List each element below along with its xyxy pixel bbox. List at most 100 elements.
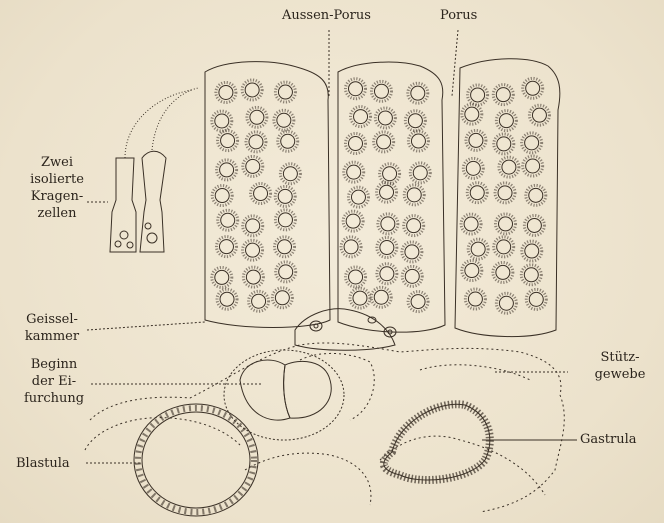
collar-cell-nucleus	[277, 113, 291, 127]
collar-cell-nucleus	[374, 290, 388, 304]
isolated-collar-cells	[110, 88, 198, 252]
collar-cell-nucleus	[246, 159, 260, 173]
collar-cell-nucleus	[527, 218, 541, 232]
collar-cell-nucleus	[465, 107, 479, 121]
aussen-porus-text: Aussen-Porus	[282, 7, 371, 24]
collar-cell-nucleus	[354, 110, 368, 124]
collar-cell-nucleus	[380, 267, 394, 281]
collar-cell-nucleus	[383, 167, 397, 181]
collar-cell-nucleus	[497, 137, 511, 151]
collar-cell-nucleus	[246, 270, 260, 284]
collar-cell-nucleus	[407, 219, 421, 233]
collar-cell-nucleus	[532, 108, 546, 122]
collar-cell-nucleus	[465, 264, 479, 278]
collar-cell-nucleus	[250, 110, 264, 124]
collar-cell-nucleus	[278, 240, 292, 254]
porus-text: Porus	[440, 7, 477, 24]
collar-cell-nucleus	[525, 136, 539, 150]
kragenzellen-line-4: zellen	[24, 205, 90, 222]
collar-cell-nucleus	[279, 265, 293, 279]
geisselkammer-label: Geissel- kammer	[20, 311, 84, 345]
collar-cell-nucleus	[215, 189, 229, 203]
gastrula-label: Gastrula	[580, 431, 637, 448]
kragenzellen-line-2: isolierte	[24, 171, 90, 188]
collar-cell-nucleus	[470, 186, 484, 200]
collar-cell-nucleus	[411, 134, 425, 148]
collar-cell-nucleus	[499, 114, 513, 128]
geisselkammer-cells	[295, 309, 396, 351]
collar-cell-nucleus	[349, 270, 363, 284]
collar-cell-nucleus	[526, 159, 540, 173]
collar-cell-nucleus	[413, 166, 427, 180]
collar-cell-nucleus	[219, 85, 233, 99]
collar-cell-nucleus	[349, 137, 363, 151]
collar-cell-nucleus	[347, 165, 361, 179]
collar-cell-nucleus	[221, 213, 235, 227]
collar-cell-nucleus	[405, 269, 419, 283]
gastrula-body	[384, 404, 490, 480]
eifurchung-line-1: Beginn	[18, 356, 90, 373]
collar-cell-nucleus	[524, 268, 538, 282]
stuetzgewebe-line-1: Stütz-	[586, 349, 654, 366]
kragenzellen-label: Zwei isolierte Kragen- zellen	[24, 154, 90, 222]
kragenzellen-line-3: Kragen-	[24, 188, 90, 205]
blastula-text: Blastula	[16, 455, 70, 472]
collar-cell-nucleus	[245, 83, 259, 97]
collar-cell-nucleus	[408, 114, 422, 128]
collar-cell-nucleus	[469, 133, 483, 147]
collar-cell-nucleus	[498, 186, 512, 200]
kragenzellen-line-1: Zwei	[24, 154, 90, 171]
collar-cell-nucleus	[254, 187, 268, 201]
collar-cell-nucleus	[349, 82, 363, 96]
kragenzellen-layer	[205, 59, 560, 337]
collar-cell-nucleus	[529, 292, 543, 306]
collar-cell-nucleus	[529, 188, 543, 202]
eifurchung-label: Beginn der Ei- furchung	[18, 356, 90, 407]
collar-cell-nucleus	[499, 296, 513, 310]
collar-cell-nucleus	[351, 190, 365, 204]
collar-cell-nucleus	[281, 134, 295, 148]
collar-cell-nucleus	[283, 167, 297, 181]
collar-cell-circles	[212, 78, 550, 313]
collar-cell-nucleus	[471, 242, 485, 256]
collar-cell-nucleus	[249, 135, 263, 149]
collar-cell-nucleus	[215, 114, 229, 128]
porus-label: Porus	[440, 7, 477, 24]
aussen-porus-label: Aussen-Porus	[282, 7, 371, 24]
collar-cell-nucleus	[466, 161, 480, 175]
collar-cell-nucleus	[497, 240, 511, 254]
collar-cell-nucleus	[380, 185, 394, 199]
geisselkammer-line-2: kammer	[20, 328, 84, 345]
blastula-label: Blastula	[16, 455, 70, 472]
collar-cell-nucleus	[374, 84, 388, 98]
gastrula-text: Gastrula	[580, 431, 637, 448]
collar-cell-nucleus	[411, 86, 425, 100]
collar-cell-nucleus	[252, 294, 266, 308]
collar-cell-nucleus	[405, 245, 419, 259]
collar-cell-nucleus	[220, 292, 234, 306]
collar-cell-nucleus	[468, 292, 482, 306]
collar-cell-nucleus	[221, 134, 235, 148]
collar-cell-nucleus	[246, 219, 260, 233]
collar-cell-nucleus	[471, 88, 485, 102]
collar-cell-nucleus	[278, 189, 292, 203]
segmenting-egg	[224, 350, 344, 440]
leader-lines	[86, 30, 577, 463]
eifurchung-line-2: der Ei-	[18, 373, 90, 390]
collar-cell-nucleus	[344, 240, 358, 254]
collar-cell-nucleus	[496, 265, 510, 279]
blastula-ring	[134, 404, 258, 516]
collar-cell-nucleus	[377, 135, 391, 149]
collar-cell-nucleus	[278, 85, 292, 99]
collar-cell-nucleus	[502, 160, 516, 174]
collar-cell-nucleus	[380, 241, 394, 255]
eifurchung-line-3: furchung	[18, 390, 90, 407]
collar-cell-nucleus	[411, 295, 425, 309]
collar-cell-nucleus	[346, 214, 360, 228]
geisselkammer-line-1: Geissel-	[20, 311, 84, 328]
collar-cell-nucleus	[525, 244, 539, 258]
collar-cell-nucleus	[275, 291, 289, 305]
collar-cell-nucleus	[246, 243, 260, 257]
